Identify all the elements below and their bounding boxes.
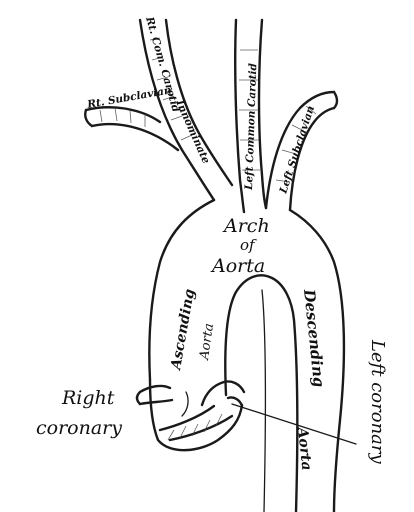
label-arch-line-2: of — [240, 236, 257, 254]
label-descending-aorta: Aorta — [294, 425, 315, 472]
label-left-coronary: Left coronary — [367, 339, 388, 465]
aortic-arch — [148, 198, 346, 512]
label-right-coronary-line-1: Right — [61, 387, 115, 409]
left-subclavian-artery — [264, 90, 339, 212]
left-common-carotid-artery — [234, 18, 268, 214]
label-innominate: Innominate — [173, 97, 212, 165]
left-coronary-pointer — [226, 396, 357, 445]
label-rt-subclavian: Rt. Subclavian — [85, 84, 172, 111]
label-right-coronary-line-2: coronary — [36, 417, 122, 439]
right-coronary-artery — [135, 384, 174, 406]
label-left-common-carotid: Left Common Carotid — [243, 62, 259, 191]
label-arch-line-1: Arch — [222, 215, 270, 237]
label-ascending: Ascending — [168, 288, 198, 373]
right-subclavian-artery — [84, 106, 180, 152]
label-descending: Descending — [300, 288, 328, 389]
aortic-root — [148, 378, 246, 452]
label-arch-line-3: Aorta — [210, 255, 265, 277]
label-ascending-aorta: Aorta — [197, 322, 217, 361]
innominate-artery — [138, 18, 234, 202]
